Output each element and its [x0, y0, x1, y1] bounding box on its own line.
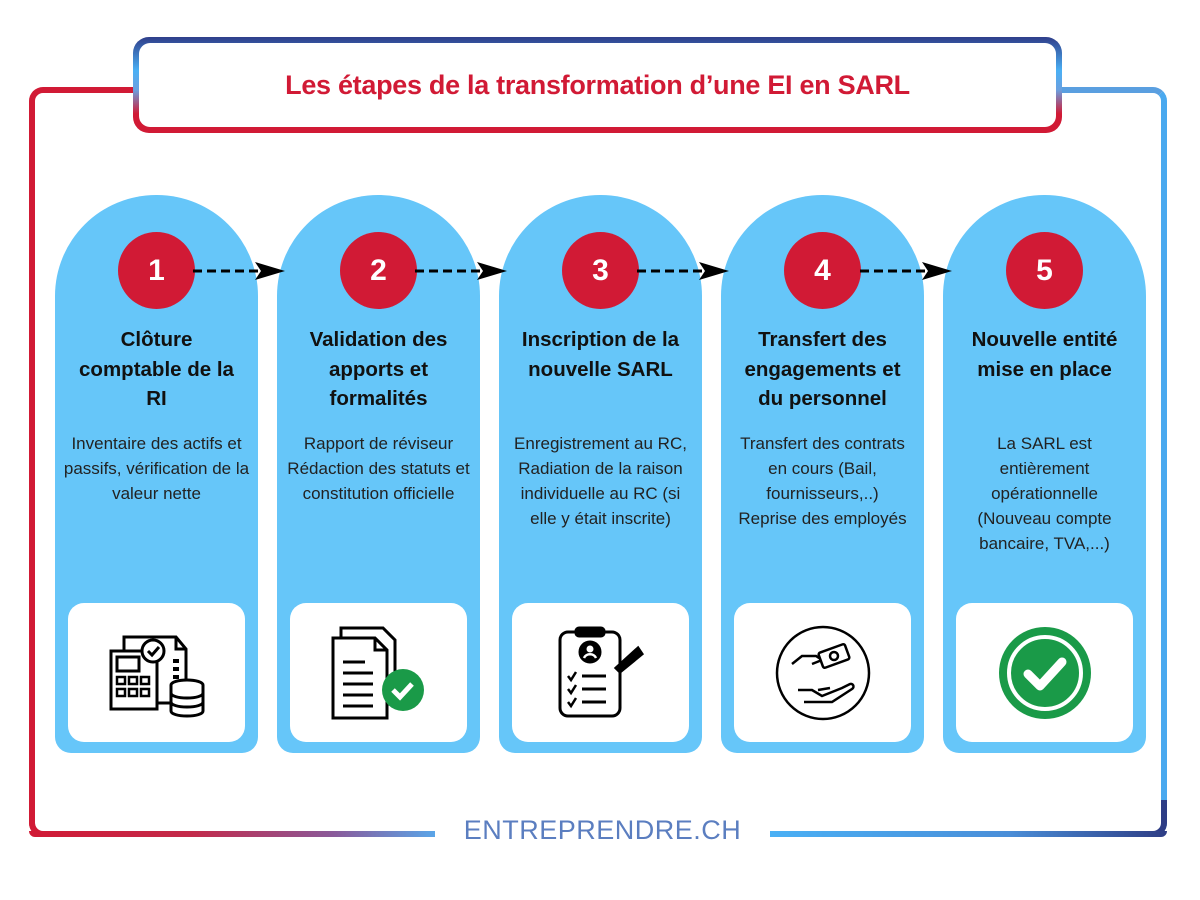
- step-column-5: 5 Nouvelle entité mise en place La SARL …: [943, 195, 1146, 753]
- icon-card: [290, 603, 467, 742]
- dashed-arrow-1-2: [193, 262, 285, 280]
- money-handover-icon: [775, 625, 870, 720]
- step-number-badge: 4: [784, 232, 861, 309]
- page-title: Les étapes de la transformation d’une EI…: [285, 69, 910, 100]
- documents-check-icon: [331, 626, 424, 719]
- frame-border-right: [1057, 87, 1167, 837]
- icon-card: [68, 603, 245, 742]
- dashed-arrow-3-4: [637, 262, 729, 280]
- step-title: Inscription de la nouvelle SARL: [521, 328, 680, 381]
- step-description: Enregistrement au RC, Radiation de la ra…: [514, 434, 687, 528]
- step-column-4: 4 Transfert des engagements et du person…: [721, 195, 924, 753]
- step-description: Transfert des contrats en cours (Bail, f…: [738, 434, 907, 528]
- title-box: Les étapes de la transformation d’une EI…: [133, 37, 1062, 133]
- icon-card: [734, 603, 911, 742]
- step-number-badge: 5: [1006, 232, 1083, 309]
- step-title: Clôture comptable de la RI: [79, 328, 234, 410]
- step-description: La SARL est entièrement opérationnelle (…: [977, 434, 1112, 553]
- step-number-badge: 2: [340, 232, 417, 309]
- footer-brand: ENTREPRENDRE.CH: [463, 815, 742, 845]
- step-column-2: 2 Validation des apports et formalités R…: [277, 195, 480, 753]
- step-title: Validation des apports et formalités: [309, 328, 448, 410]
- step-title: Nouvelle entité mise en place: [971, 328, 1118, 381]
- clipboard-checklist-icon: [558, 626, 644, 717]
- frame-border-bottom-right: [770, 831, 1167, 837]
- step-title: Transfert des engagements et du personne…: [744, 328, 901, 410]
- calculator-accounting-icon: [109, 635, 204, 718]
- check-circle-icon: [998, 626, 1091, 719]
- icon-card: [956, 603, 1133, 742]
- step-number-badge: 1: [118, 232, 195, 309]
- step-number-badge: 3: [562, 232, 639, 309]
- dashed-arrow-2-3: [415, 262, 507, 280]
- step-description: Rapport de réviseur Rédaction des statut…: [287, 434, 470, 503]
- step-description: Inventaire des actifs et passifs, vérifi…: [63, 434, 250, 503]
- step-column-1: 1 Clôture comptable de la RI Inventaire …: [55, 195, 258, 753]
- frame-border-bottom-left: [29, 831, 435, 837]
- frame-border-left: [29, 87, 139, 837]
- icon-card: [512, 603, 689, 742]
- dashed-arrow-4-5: [860, 262, 952, 280]
- step-column-3: 3 Inscription de la nouvelle SARL Enregi…: [499, 195, 702, 753]
